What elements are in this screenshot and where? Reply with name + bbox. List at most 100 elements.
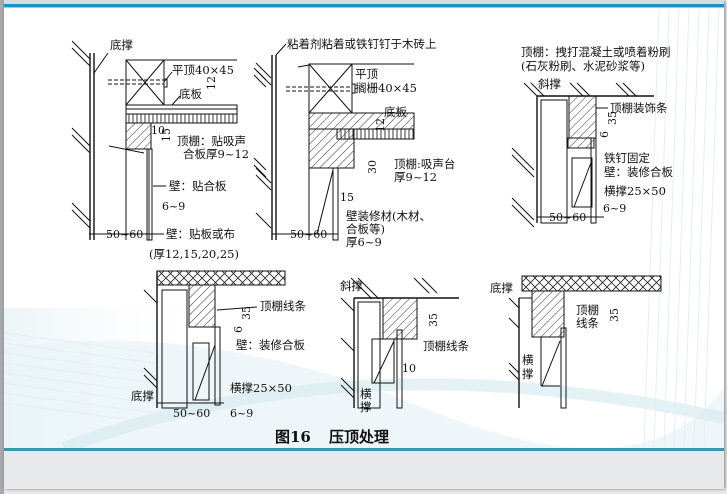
wall-panel: [396, 329, 403, 409]
trim-block: [568, 95, 597, 139]
label-wall-3: 厚6~9: [346, 235, 382, 249]
label-wall: 壁：装修合板: [604, 165, 673, 179]
detail-2-labels: 粘着剂粘着或铁钉钉于木砖上 平顶 搁栅40×45 底板 12 30 顶棚:吸声台…: [287, 37, 455, 249]
label-brace: 斜撑: [340, 279, 363, 293]
trim-block: [531, 290, 565, 338]
dim-15: 15: [160, 128, 173, 142]
label-crossbar-1: 横: [360, 387, 372, 401]
label-base-board: 底板: [384, 105, 407, 119]
figure-caption: 图16 压顶处理: [275, 428, 389, 446]
slab: [156, 270, 286, 286]
detail-4-labels: (厚12,15,20,25) 顶棚线条 35 6 壁：装修合板 底撑 横撑25×…: [131, 247, 306, 420]
prop-frame: [357, 301, 381, 409]
wall-panel: [214, 326, 221, 406]
detail-1-labels: 底撑 平顶40×45 底板 12 10 15 顶棚：贴吸声 合板厚9~12 壁：…: [106, 38, 249, 241]
trim-block: [382, 297, 418, 340]
slide-top-accent-highlight: [4, 7, 724, 8]
trim-block: [188, 284, 216, 328]
dim-clear: 50~60: [173, 407, 210, 420]
dim-35: 35: [608, 308, 621, 322]
label-crossbar-1: 横: [522, 353, 534, 367]
label-trim: 顶棚线条: [260, 299, 306, 313]
dim-12: 12: [205, 76, 218, 90]
prop-frame: [540, 99, 568, 224]
label-trim-1: 顶棚: [576, 303, 599, 317]
detail-5: [340, 277, 459, 409]
label-crossbar: 横撑25×50: [604, 184, 666, 198]
dim-35: 35: [606, 111, 619, 125]
slide-bottom-accent-line: [4, 448, 724, 451]
detail-5-labels: 斜撑 35 顶棚线条 10 横 撑: [340, 279, 469, 414]
label-ceiling-2: 厚9~12: [394, 170, 437, 184]
label-wall-1: 壁：贴合板: [169, 179, 227, 193]
prop-frame: [161, 289, 188, 409]
wall-panel: [332, 167, 339, 241]
label-ceiling-1: 顶棚:吸声台: [394, 157, 455, 171]
cross-block: [571, 157, 593, 208]
dim-clear: 50~60: [290, 228, 327, 241]
dim-gap: 6~9: [162, 200, 185, 213]
detail-3-labels: 顶棚：拽打混凝土或喷着粉刷 (石灰粉刷、水泥砂浆等) 斜撑 顶棚装饰条 35 6…: [521, 45, 673, 224]
cross-block: [192, 342, 210, 401]
cross-block: [371, 338, 395, 384]
trim-block: [308, 128, 355, 169]
drawing: 底撑 平顶40×45 底板 12 10 15 顶棚：贴吸声 合板厚9~12 壁：…: [4, 8, 724, 448]
label-glue: 粘着剂粘着或铁钉钉于木砖上: [287, 37, 437, 51]
slide-footer: [4, 451, 724, 489]
dim-30: 30: [366, 160, 379, 174]
slide-top-accent-line: [4, 4, 724, 7]
background-decoration: [4, 8, 724, 448]
detail-1: [71, 40, 267, 241]
label-joist-1: 平顶: [355, 67, 378, 81]
wall-panel: [590, 137, 597, 224]
ceiling-hatch: [511, 82, 637, 228]
label-joist-2: 搁栅40×45: [355, 81, 417, 95]
label-wall-2: 合板等): [346, 222, 385, 236]
slab: [521, 275, 662, 292]
dim-6: 6: [598, 131, 611, 138]
slide-top-bar: [4, 0, 724, 4]
label-ceiling-1: 顶棚：拽打混凝土或喷着粉刷: [521, 45, 671, 59]
dim-gap: 6~9: [230, 407, 253, 420]
label-ceiling-2: 合板厚9~12: [183, 147, 249, 161]
wall-panel: [560, 327, 567, 409]
dim-clear: 50~60: [549, 211, 586, 224]
wall-hatch: [340, 277, 438, 399]
dim-35: 35: [427, 313, 440, 327]
dim-6: 6: [232, 326, 245, 333]
dim-10: 10: [402, 362, 416, 375]
label-prop: 底撑: [131, 389, 154, 403]
label-trim-2: 线条: [576, 316, 599, 330]
label-wall-1: 壁装修材(木材、: [346, 209, 431, 223]
wall-hatch: [143, 289, 158, 389]
label-trim: 顶棚线条: [423, 339, 469, 353]
label-crossbar-2: 撑: [522, 367, 534, 381]
detail-4: [143, 270, 286, 409]
dim-35: 35: [240, 306, 253, 320]
window-left-border: [0, 0, 4, 494]
ceiling-board: [125, 113, 238, 124]
detail-2: [255, 43, 415, 241]
label-prop: 底撑: [110, 38, 133, 52]
label-joist: 平顶40×45: [172, 63, 234, 77]
label-prop: 底撑: [490, 281, 513, 295]
cross-block: [308, 167, 334, 235]
label-thickness: (厚12,15,20,25): [149, 247, 239, 261]
slide-canvas: 底撑 平顶40×45 底板 12 10 15 顶棚：贴吸声 合板厚9~12 壁：…: [4, 8, 724, 448]
trim-block: [125, 122, 152, 150]
label-crossbar: 横撑25×50: [230, 381, 292, 395]
dim-clear: 50~60: [106, 228, 143, 241]
dim-gap: 6~9: [603, 202, 626, 215]
detail-6-labels: 底撑 顶棚 线条 35 横 撑: [490, 281, 621, 381]
wall-hatch: [255, 62, 272, 229]
dim-12: 12: [374, 118, 387, 132]
label-brace: 斜撑: [538, 77, 561, 91]
label-wall-2: 壁：贴板或布: [166, 227, 235, 241]
label-wall: 壁：装修合板: [236, 338, 305, 352]
detail-6: [508, 275, 662, 409]
label-nail: 铁钉固定: [604, 151, 650, 165]
label-ceiling-2: (石灰粉刷、水泥砂浆等): [521, 59, 645, 73]
caption-figure-number: 图16: [275, 428, 311, 446]
label-base-board: 底板: [179, 87, 202, 101]
detail-3: [511, 82, 654, 228]
